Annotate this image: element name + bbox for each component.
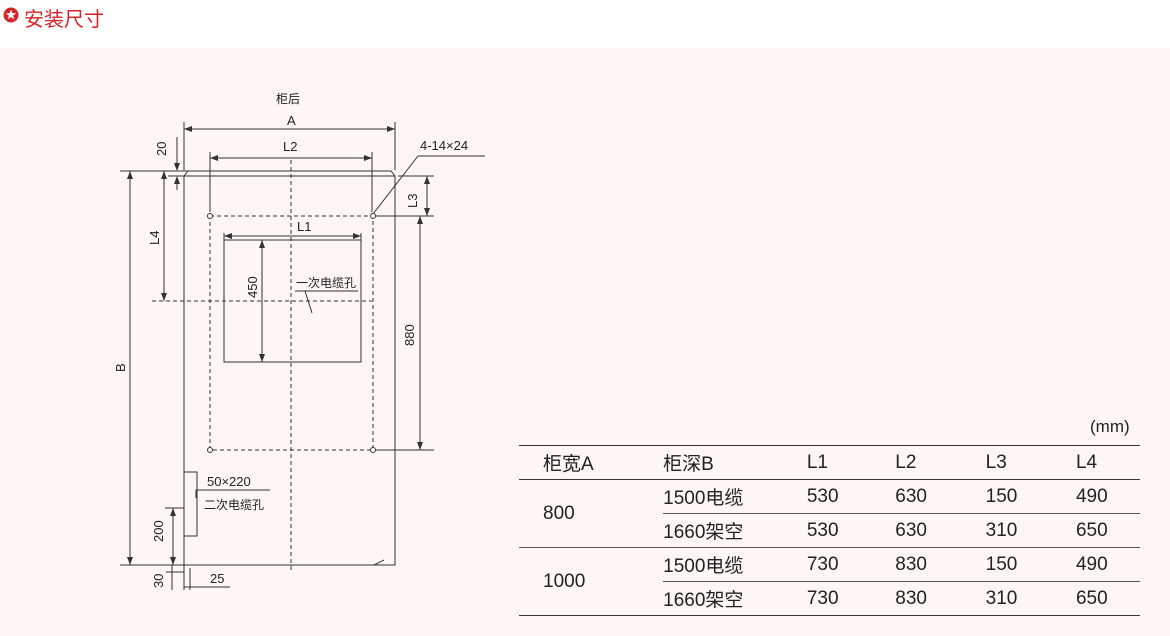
cell-L1: 730 [806, 581, 896, 616]
table-row: 1660架空 530 630 310 650 [519, 513, 1140, 548]
header-L2: L2 [895, 451, 917, 473]
cell-L1: 530 [806, 485, 839, 507]
unit-label: (mm) [1090, 417, 1130, 436]
cell-L4: 650 [1075, 513, 1140, 548]
cell-L3: 310 [985, 581, 1076, 616]
cell-depth: 1500电缆 [663, 556, 744, 577]
label-200: 200 [151, 520, 166, 542]
mounting-hole [370, 447, 376, 453]
label-20: 20 [154, 142, 169, 156]
star-badge-icon [3, 7, 19, 23]
label-A: A [287, 113, 296, 128]
label-25: 25 [210, 571, 224, 586]
table-row: 1660架空 730 830 310 650 [519, 581, 1140, 616]
mounting-hole [370, 213, 376, 219]
table-header-row: 柜宽A 柜深B L1 L2 L3 L4 [519, 445, 1140, 480]
label-primary-cable-hole: 一次电缆孔 [296, 276, 356, 290]
label-B: B [113, 363, 128, 372]
label-880: 880 [402, 324, 417, 346]
cell-L1: 530 [806, 513, 896, 548]
cell-L2: 630 [895, 485, 927, 507]
label-30: 30 [151, 574, 166, 588]
header-L1: L1 [806, 451, 828, 473]
cell-L2: 630 [895, 513, 986, 548]
cell-depth: 1660架空 [663, 513, 807, 548]
cell-depth: 1500电缆 [663, 488, 744, 509]
table-row: 800 1500电缆 530 630 150 490 [519, 479, 1140, 524]
cell-L3: 150 [985, 485, 1018, 507]
cell-L3: 150 [985, 553, 1018, 575]
label-L1: L1 [297, 219, 311, 234]
label-hole-spec: 4-14×24 [420, 138, 468, 153]
cell-L4: 490 [1075, 553, 1108, 575]
mounting-hole [207, 213, 213, 219]
header-cabinet-depth: 柜深B [663, 454, 714, 475]
header-cabinet-width: 柜宽A [543, 454, 594, 475]
label-secondary-cable-hole: 二次电缆孔 [204, 498, 264, 512]
secondary-cable-opening [183, 471, 198, 537]
cell-width: 800 [543, 502, 575, 524]
header-L3: L3 [985, 451, 1007, 473]
table-row: 1000 1500电缆 730 830 150 490 [519, 547, 1140, 616]
label-450: 450 [245, 276, 260, 298]
cell-L1: 730 [806, 553, 839, 575]
section-title: 安装尺寸 [24, 7, 104, 31]
cell-L4: 650 [1075, 581, 1140, 616]
cell-depth: 1660架空 [663, 581, 807, 616]
mounting-hole [207, 447, 213, 453]
label-L3: L3 [405, 194, 420, 208]
cell-L3: 310 [985, 513, 1076, 548]
dimension-table: 柜宽A 柜深B L1 L2 L3 L4 800 1500电缆 530 630 1… [519, 445, 1140, 616]
cell-L2: 830 [895, 553, 927, 575]
label-cabinet-rear: 柜后 [276, 92, 300, 106]
header-L4: L4 [1075, 451, 1098, 473]
cell-L4: 490 [1075, 485, 1108, 507]
label-L2: L2 [283, 139, 297, 154]
section-header: 安装尺寸 [0, 0, 1170, 34]
cell-L2: 830 [895, 581, 986, 616]
cell-width: 1000 [519, 547, 664, 616]
label-L4: L4 [147, 231, 162, 245]
label-50x220: 50×220 [207, 474, 251, 489]
